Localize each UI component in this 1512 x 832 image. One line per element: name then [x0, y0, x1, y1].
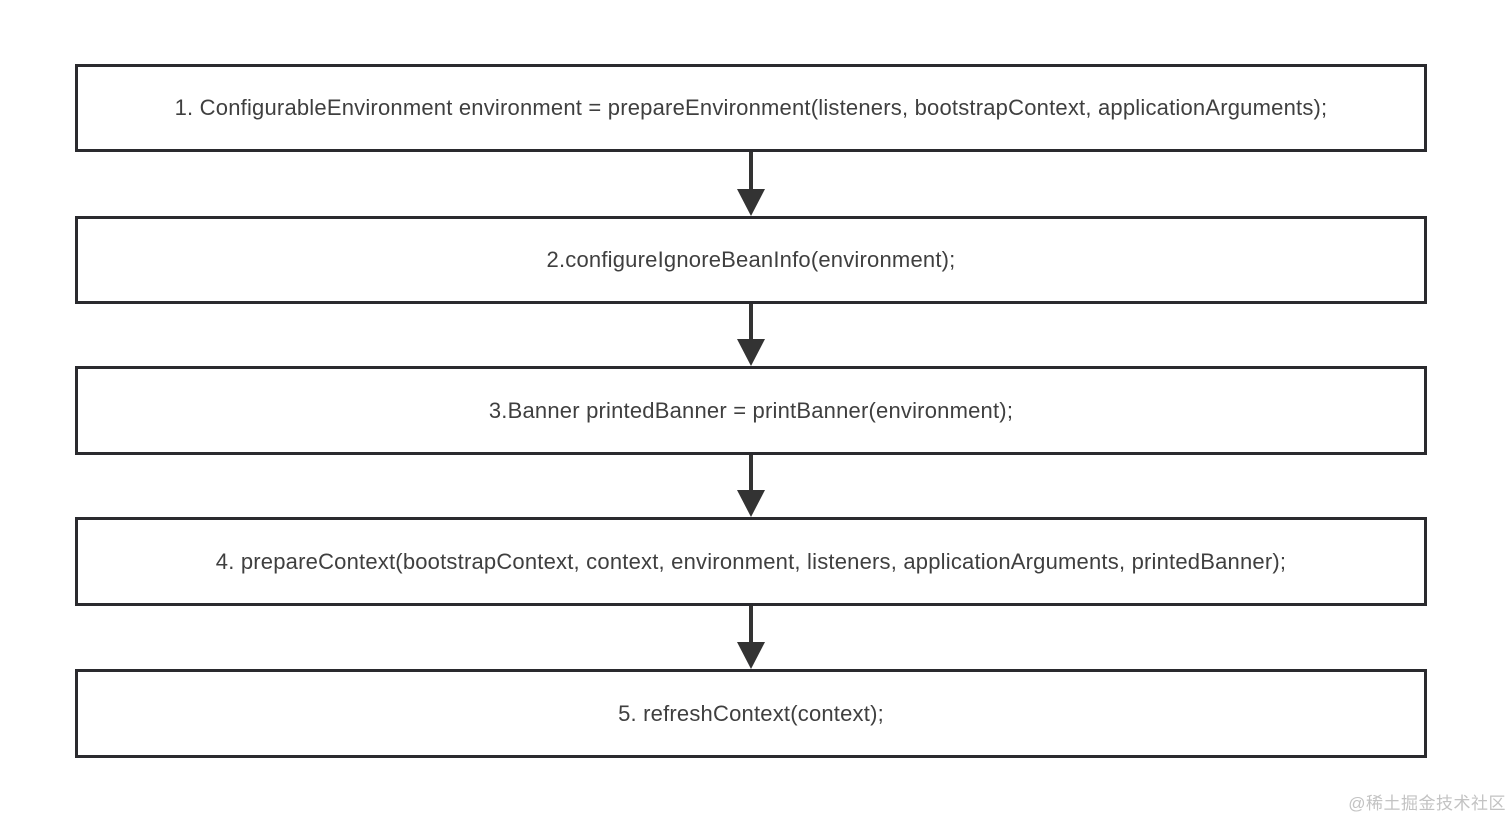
step-box-2: 2.configureIgnoreBeanInfo(environment);: [75, 216, 1427, 304]
arrow-stem: [749, 304, 753, 344]
arrow-stem: [749, 606, 753, 647]
watermark: @稀土掘金技术社区: [1348, 794, 1506, 813]
arrow-head-icon: [737, 490, 765, 517]
down-arrow-connector-2: [737, 304, 765, 366]
down-arrow-connector-3: [737, 455, 765, 517]
down-arrow-connector-1: [737, 152, 765, 216]
down-arrow-connector-4: [737, 606, 765, 669]
step-box-4: 4. prepareContext(bootstrapContext, cont…: [75, 517, 1427, 606]
arrow-head-icon: [737, 189, 765, 216]
arrow-stem: [749, 152, 753, 194]
step-box-3: 3.Banner printedBanner = printBanner(env…: [75, 366, 1427, 455]
step-label-3: 3.Banner printedBanner = printBanner(env…: [488, 397, 1014, 423]
step-label-2: 2.configureIgnoreBeanInfo(environment);: [546, 247, 956, 272]
step-box-1: 1. ConfigurableEnvironment environment =…: [75, 64, 1427, 152]
step-label-5: 5. refreshContext(context);: [618, 700, 884, 726]
step-box-5: 5. refreshContext(context);: [75, 669, 1427, 758]
arrow-stem: [749, 455, 753, 495]
step-label-1: 1. ConfigurableEnvironment environment =…: [174, 95, 1328, 120]
arrow-head-icon: [737, 642, 765, 669]
step-label-4: 4. prepareContext(bootstrapContext, cont…: [215, 548, 1287, 574]
arrow-head-icon: [737, 339, 765, 366]
